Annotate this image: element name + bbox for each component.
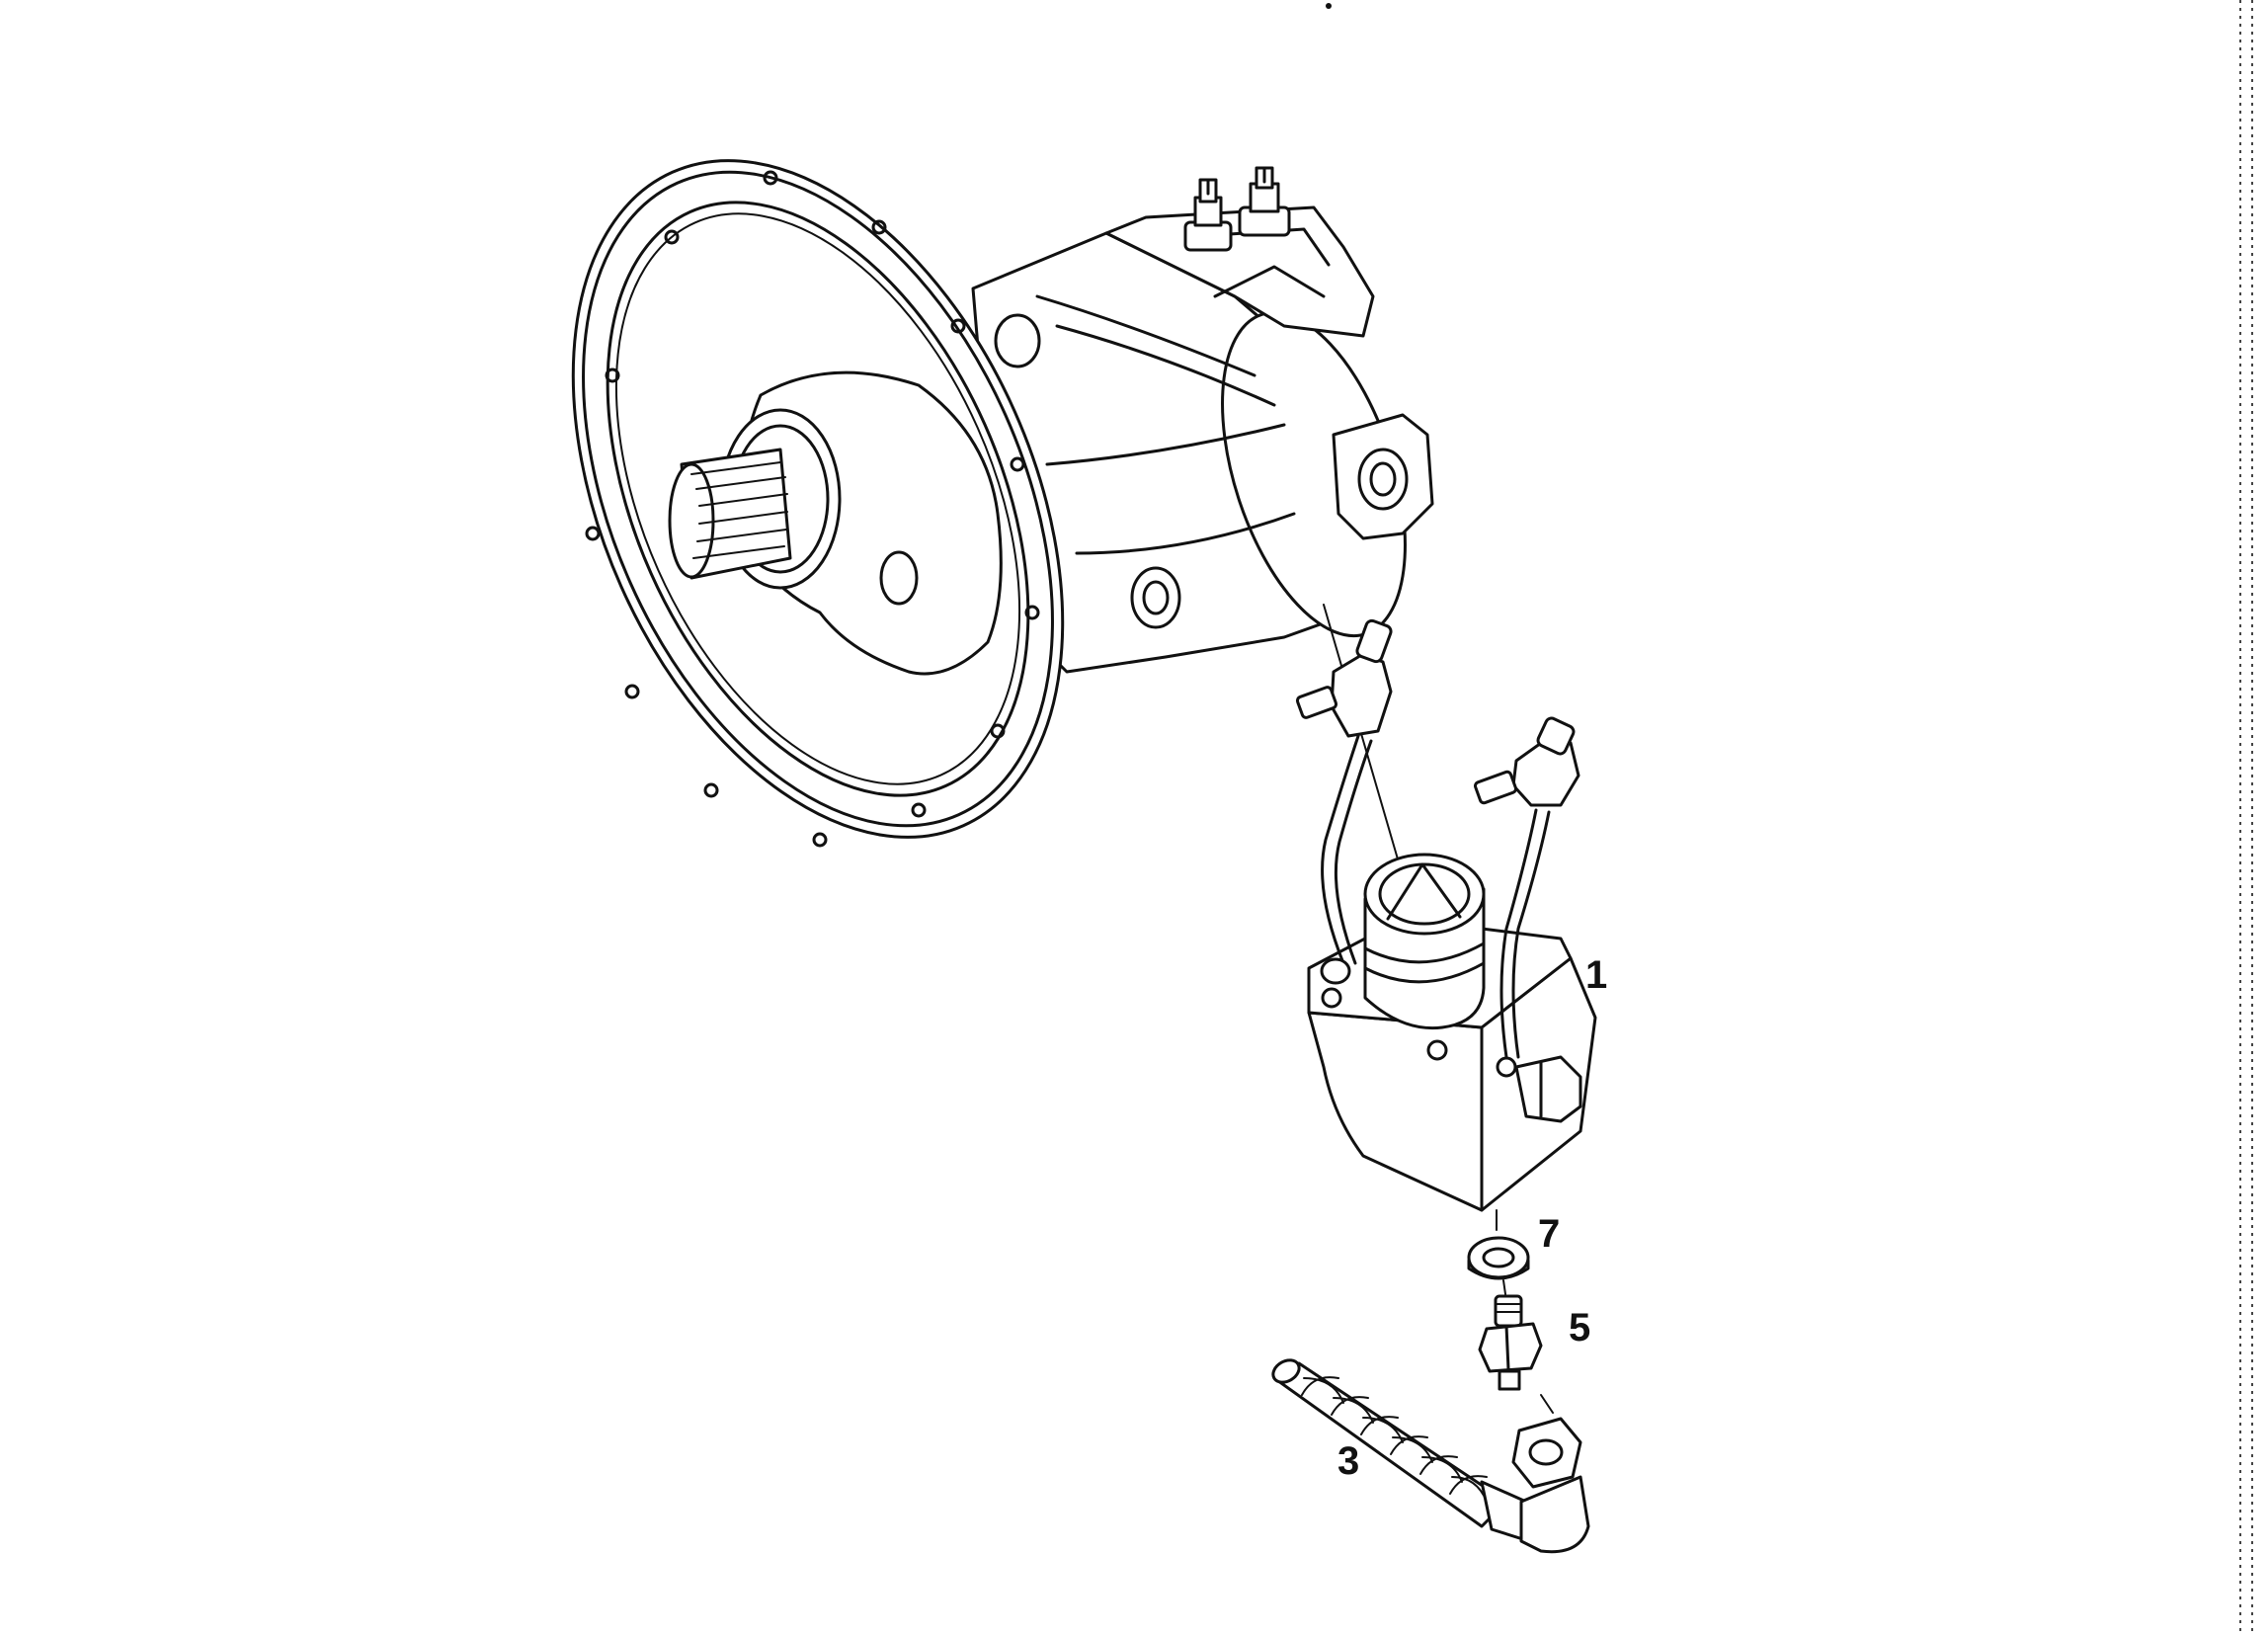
- callout-7: 7: [1538, 1212, 1560, 1256]
- fitting-leader-line: [1540, 1394, 1554, 1414]
- right-pilot-pipe: [1474, 716, 1580, 1059]
- callout-3: 3: [1337, 1439, 1359, 1483]
- left-pilot-pipe: [1295, 618, 1393, 985]
- valve-side-fitting: [1514, 1055, 1582, 1123]
- top-fitting-left: [1183, 178, 1233, 252]
- braided-hose-icon: [1271, 1358, 1590, 1554]
- pump-housing: [971, 205, 1434, 674]
- top-fitting-right: [1238, 166, 1291, 237]
- washer-leader-line: [1502, 1279, 1506, 1295]
- valve-cylinder: [1363, 853, 1486, 1030]
- scan-speck: [1326, 3, 1332, 9]
- flange-bolt-holes: [585, 170, 1040, 848]
- assembly-leader-line: [1323, 604, 1402, 870]
- splined-shaft: [668, 448, 792, 580]
- seal-washer-icon: [1467, 1236, 1530, 1280]
- callout-1: 1: [1585, 953, 1607, 997]
- callout-5: 5: [1569, 1306, 1590, 1350]
- threaded-fitting-icon: [1478, 1294, 1543, 1391]
